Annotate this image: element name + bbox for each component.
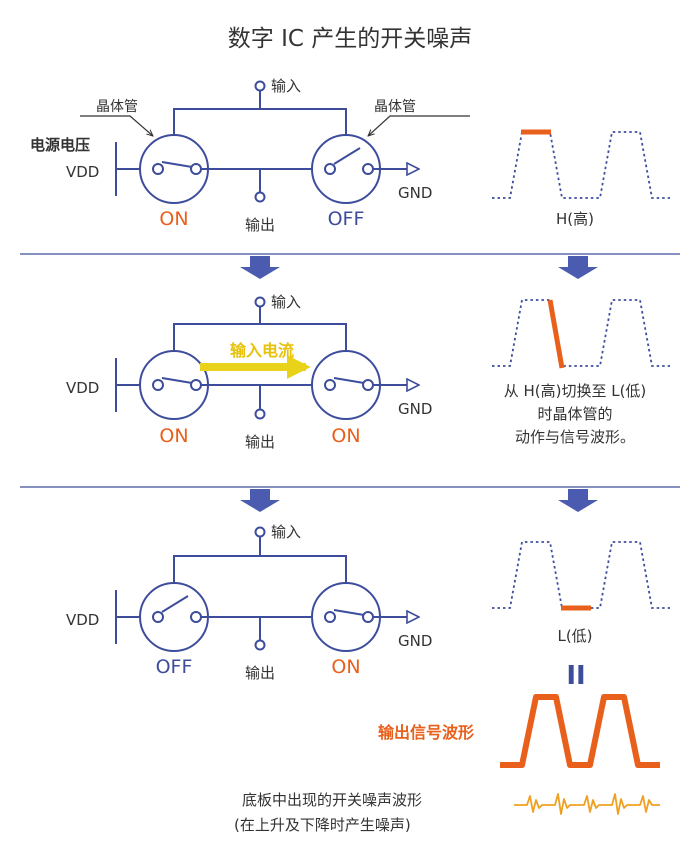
stage-1: 电源电压 晶体管 晶体管 输入 VDD ON 输出 bbox=[30, 77, 670, 234]
down-arrow-right-2 bbox=[558, 489, 598, 512]
switch-open bbox=[333, 147, 361, 165]
transistor-right bbox=[311, 350, 381, 420]
wave-caption-2-line-2: 时晶体管的 bbox=[537, 405, 612, 423]
output-terminal bbox=[254, 408, 266, 420]
wave-caption-3: L(低) bbox=[557, 627, 592, 645]
output-label: 输出 bbox=[245, 664, 275, 682]
output-signal-label: 输出信号波形 bbox=[378, 723, 474, 742]
transistor-right bbox=[311, 582, 381, 652]
gate-wire bbox=[173, 108, 347, 150]
output-signal-waveform bbox=[500, 694, 660, 768]
left-state-label: OFF bbox=[156, 656, 193, 678]
vdd-label: VDD bbox=[66, 163, 99, 181]
output-terminal bbox=[254, 639, 266, 651]
input-label: 输入 bbox=[271, 523, 301, 541]
wave-caption-2-line-3: 动作与信号波形。 bbox=[515, 428, 635, 446]
equals-sign: II bbox=[566, 661, 585, 691]
left-state-label: ON bbox=[159, 208, 188, 230]
transistor-right bbox=[311, 134, 381, 204]
gnd-label: GND bbox=[398, 632, 432, 650]
gnd-label: GND bbox=[398, 400, 432, 418]
transistor-label-left: 晶体管 bbox=[96, 99, 138, 115]
input-label: 输入 bbox=[271, 293, 301, 311]
noise-caption-line-1: 底板中出现的开关噪声波形 bbox=[242, 791, 422, 809]
waveform-dotted bbox=[492, 131, 670, 199]
transistor-left bbox=[139, 582, 209, 652]
gnd-label: GND bbox=[398, 184, 432, 202]
waveform-dotted bbox=[492, 541, 670, 609]
down-arrow-left-2 bbox=[240, 489, 280, 512]
input-terminal bbox=[254, 296, 266, 308]
right-state-label: ON bbox=[331, 425, 360, 447]
input-terminal bbox=[254, 526, 266, 538]
noise-waveform bbox=[514, 793, 660, 815]
page-title: 数字 IC 产生的开关噪声 bbox=[228, 26, 472, 52]
transistor-pointer-left bbox=[80, 115, 153, 136]
output-terminal bbox=[254, 191, 266, 203]
input-terminal bbox=[254, 80, 266, 92]
vdd-label: VDD bbox=[66, 379, 99, 397]
left-state-label: ON bbox=[159, 425, 188, 447]
transistor-left bbox=[139, 134, 209, 204]
down-arrow-left-1 bbox=[240, 256, 280, 279]
transistor-label-right: 晶体管 bbox=[374, 99, 416, 115]
waveform-highlight-falling bbox=[547, 299, 565, 369]
right-state-label: ON bbox=[331, 656, 360, 678]
wave-caption-1: H(高) bbox=[556, 210, 594, 228]
output-label: 输出 bbox=[245, 216, 275, 234]
switch-closed bbox=[161, 161, 193, 168]
wave-caption-2-line-1: 从 H(高)切换至 L(低) bbox=[504, 382, 647, 400]
transistor-left bbox=[139, 350, 209, 420]
down-arrow-right-1 bbox=[558, 256, 598, 279]
vdd-label: VDD bbox=[66, 611, 99, 629]
right-state-label: OFF bbox=[328, 208, 365, 230]
supply-voltage-label: 电源电压 bbox=[30, 136, 90, 154]
waveform-dotted bbox=[492, 299, 670, 367]
transistor-pointer-right bbox=[368, 115, 470, 136]
output-label: 输出 bbox=[245, 433, 275, 451]
input-label: 输入 bbox=[271, 77, 301, 95]
input-current-label: 输入电流 bbox=[230, 341, 294, 360]
stage-2: 输入 VDD ON 输出 输入电流 ON GND bbox=[66, 293, 670, 451]
noise-caption-line-2: (在上升及下降时产生噪声) bbox=[234, 816, 411, 834]
stage-3: 输入 VDD OFF 输出 ON GND L(低) II bbox=[66, 523, 670, 691]
